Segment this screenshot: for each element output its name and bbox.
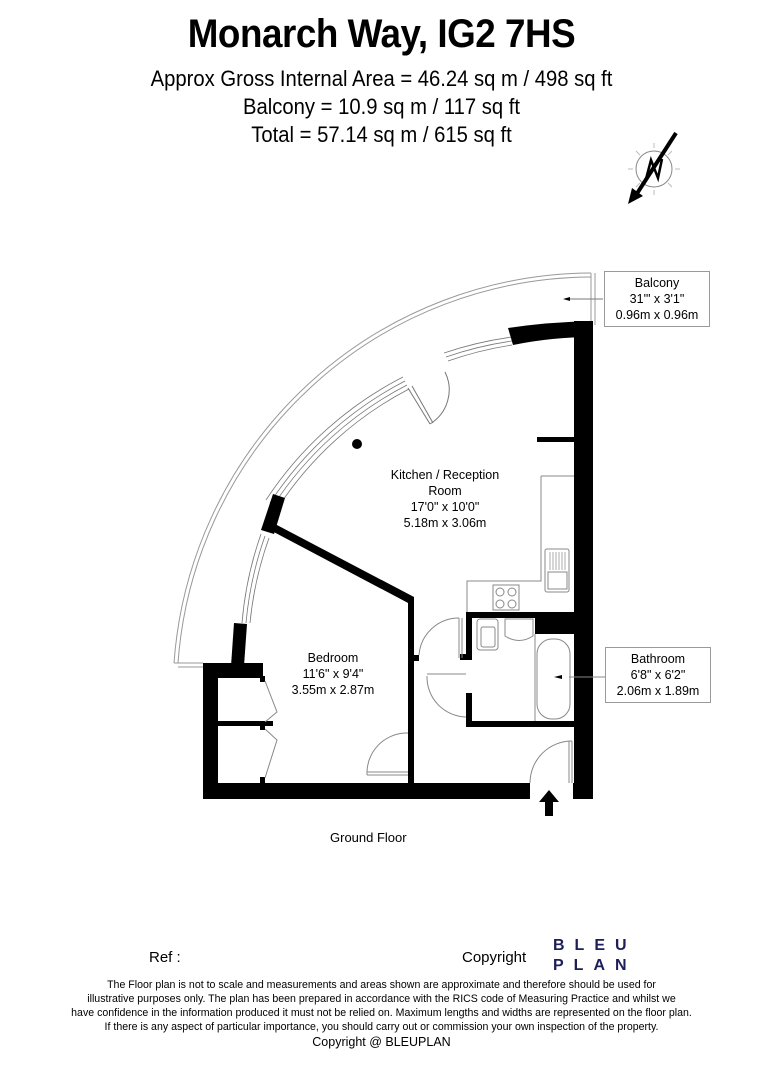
balcony-door bbox=[407, 371, 450, 425]
property-title: Monarch Way, IG2 7HS bbox=[187, 12, 576, 56]
room-name-cont: Room bbox=[428, 484, 462, 498]
column-marker bbox=[352, 439, 362, 449]
room-label-kitchen: Kitchen / Reception Room 17'0" x 10'0" 5… bbox=[370, 467, 520, 531]
entrance-arrow-icon bbox=[539, 790, 559, 816]
logo-line-2: PLAN bbox=[553, 957, 637, 974]
room-name: Bedroom bbox=[307, 651, 359, 665]
room-dimensions-imperial: 17'0" x 10'0" bbox=[410, 500, 480, 514]
kitchen-counter bbox=[466, 475, 574, 612]
callout-bathroom: Bathroom 6'8" x 6'2" 2.06m x 1.89m bbox=[605, 647, 711, 703]
room-dimensions-imperial: 11'6" x 9'4" bbox=[302, 667, 364, 681]
callout-dimensions-metric: 0.96m x 0.96m bbox=[615, 308, 699, 322]
window-glazing bbox=[241, 336, 513, 624]
room-dimensions-metric: 3.55m x 2.87m bbox=[291, 683, 375, 697]
doors bbox=[366, 617, 573, 784]
callout-dimensions-imperial: 31'" x 3'1" bbox=[629, 292, 685, 306]
balcony-area: Balcony = 10.9 sq m / 117 sq ft bbox=[243, 94, 520, 119]
bathroom-fixtures bbox=[476, 618, 605, 721]
logo-line-1: BLEU bbox=[553, 937, 637, 954]
callout-balcony: Balcony 31'" x 3'1" 0.96m x 0.96m bbox=[604, 271, 710, 327]
copyright-label: Copyright bbox=[462, 949, 527, 966]
room-dimensions-metric: 5.18m x 3.06m bbox=[403, 516, 487, 530]
copyright-notice: Copyright @ BLEUPLAN bbox=[312, 1035, 451, 1049]
total-area: Total = 57.14 sq m / 615 sq ft bbox=[251, 122, 512, 147]
disclaimer-line: illustrative purposes only. The plan has… bbox=[87, 993, 676, 1005]
callout-dimensions-metric: 2.06m x 1.89m bbox=[616, 684, 700, 698]
callout-name: Bathroom bbox=[630, 652, 686, 666]
disclaimer-line: have confidence in the information produ… bbox=[71, 1007, 692, 1019]
disclaimer-line: If there is any aspect of particular imp… bbox=[104, 1021, 659, 1033]
walls bbox=[203, 321, 593, 799]
bleuplan-logo: BLEU PLAN bbox=[553, 936, 637, 976]
callout-name: Balcony bbox=[634, 276, 680, 290]
disclaimer-line: The Floor plan is not to scale and measu… bbox=[107, 979, 656, 991]
north-arrow-icon bbox=[628, 131, 680, 204]
disclaimer: The Floor plan is not to scale and measu… bbox=[40, 978, 723, 1034]
gross-internal-area: Approx Gross Internal Area = 46.24 sq m … bbox=[150, 66, 613, 91]
room-name: Kitchen / Reception bbox=[390, 468, 500, 482]
ref-label: Ref : bbox=[149, 949, 181, 966]
floor-label: Ground Floor bbox=[330, 830, 407, 845]
room-label-bedroom: Bedroom 11'6" x 9'4" 3.55m x 2.87m bbox=[268, 650, 398, 698]
callout-dimensions-imperial: 6'8" x 6'2" bbox=[630, 668, 686, 682]
